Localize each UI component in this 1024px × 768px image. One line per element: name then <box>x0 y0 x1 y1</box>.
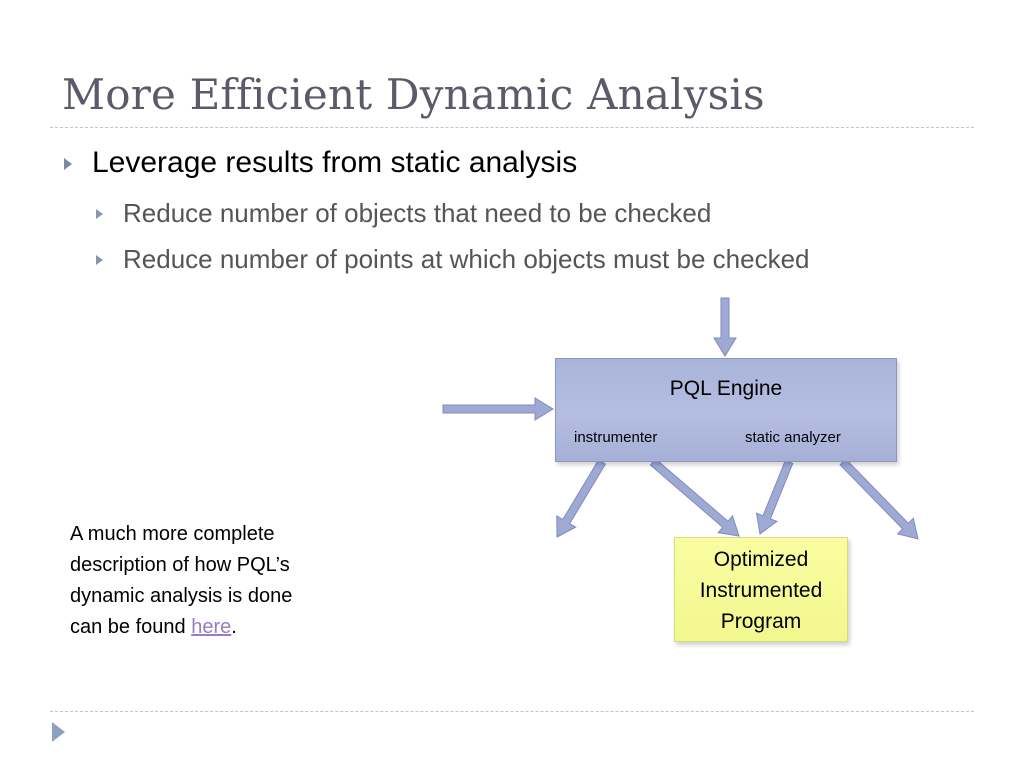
program-line-2: Instrumented <box>699 579 823 602</box>
program-line-3: Program <box>720 610 802 633</box>
output-arrow-3 <box>755 459 794 535</box>
output-arrow-1 <box>556 459 607 538</box>
play-triangle-icon[interactable] <box>52 722 65 742</box>
footer-divider <box>50 711 974 712</box>
note-line: dynamic analysis is done <box>70 585 293 607</box>
pql-engine-box: PQL Engine instrumenter static analyzer <box>555 358 897 462</box>
input-arrow-left <box>442 397 554 421</box>
slide-title: More Efficient Dynamic Analysis <box>62 70 765 119</box>
title-divider <box>50 127 974 128</box>
static-analyzer-label: static analyzer <box>745 429 841 446</box>
engine-title: PQL Engine <box>669 377 783 400</box>
sub-bullet-triangle-icon <box>96 255 103 265</box>
note-line: A much more complete <box>70 523 275 545</box>
note-line-last: can be found here. <box>70 612 370 643</box>
output-arrow-2 <box>649 458 740 537</box>
here-link[interactable]: here <box>191 616 232 638</box>
bullet-level2-1: Reduce number of objects that need to be… <box>123 198 712 228</box>
output-arrow-4 <box>839 458 919 540</box>
note-prefix: can be found <box>70 616 192 638</box>
bullet-triangle-icon <box>64 158 72 170</box>
bullet-level2-2: Reduce number of points at which objects… <box>123 244 810 274</box>
note-line: description of how PQL’s <box>70 554 290 576</box>
program-line-1: Optimized <box>713 548 809 571</box>
sub-bullet-triangle-icon <box>96 209 103 219</box>
input-arrow-top <box>713 297 737 357</box>
note-text: A much more complete description of how … <box>70 519 370 643</box>
instrumenter-label: instrumenter <box>574 429 658 446</box>
note-suffix: . <box>231 616 237 638</box>
bullet-level1: Leverage results from static analysis <box>92 146 578 179</box>
optimized-program-box: Optimized Instrumented Program <box>674 537 848 642</box>
